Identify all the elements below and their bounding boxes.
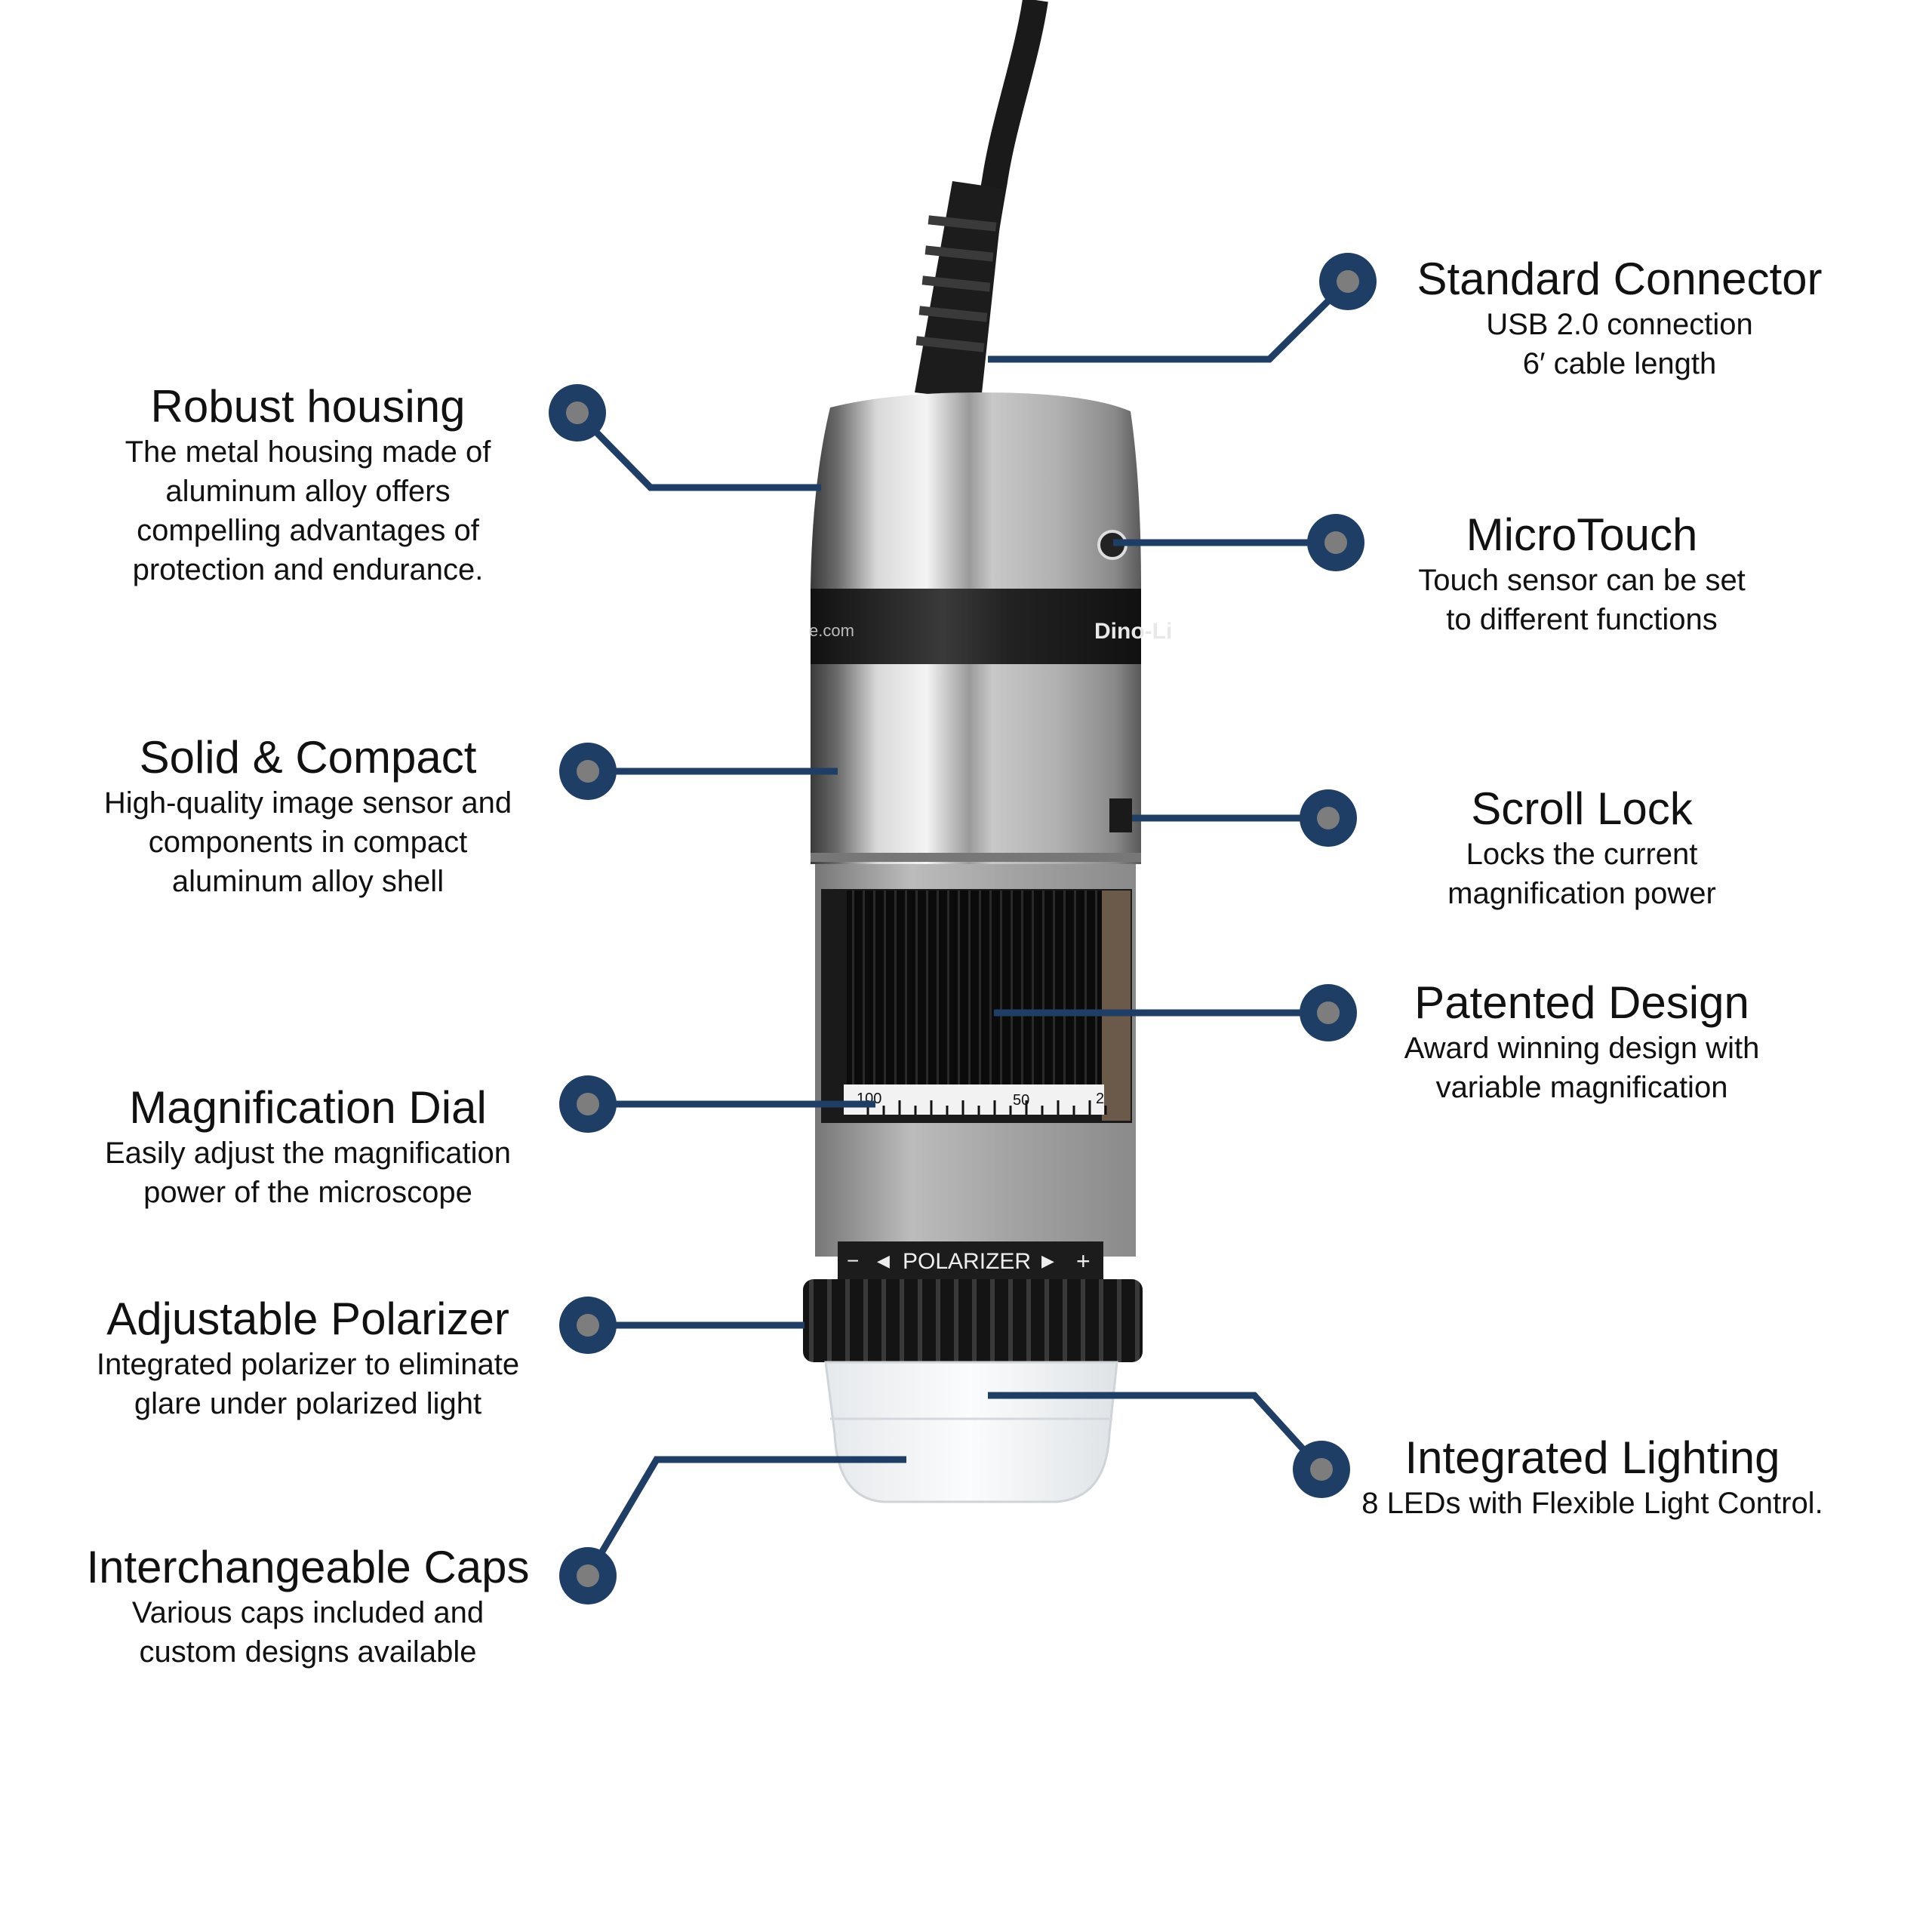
callout-dot-integrated-lighting-icon bbox=[1293, 1441, 1350, 1498]
polarizer-plus: + bbox=[1076, 1247, 1091, 1275]
polarizer-minus: − bbox=[847, 1249, 859, 1272]
callout-integrated-lighting: Integrated Lighting 8 LEDs with Flexible… bbox=[1336, 1432, 1849, 1523]
callout-dot-patented-design-icon bbox=[1300, 984, 1357, 1041]
callout-dot-microtouch-icon bbox=[1307, 514, 1364, 571]
url-text: e.com bbox=[809, 621, 854, 640]
callout-text: USB 2.0 connection bbox=[1486, 308, 1753, 341]
callout-title: Scroll Lock bbox=[1471, 783, 1693, 834]
callout-text: 8 LEDs with Flexible Light Control. bbox=[1361, 1487, 1823, 1520]
callout-adjustable-polarizer: Adjustable Polarizer Integrated polarize… bbox=[66, 1294, 549, 1423]
callout-text: aluminum alloy offers bbox=[165, 475, 451, 508]
dial-label-2: 2 bbox=[1096, 1091, 1104, 1107]
callout-patented-design: Patented Design Award winning design wit… bbox=[1340, 977, 1823, 1107]
callout-title: Solid & Compact bbox=[139, 732, 477, 783]
brand-text: Dino-Li bbox=[1094, 619, 1172, 644]
callout-text: Easily adjust the magnification bbox=[104, 1137, 512, 1170]
magnification-dial-ribs bbox=[847, 891, 1103, 1109]
interchangeable-cap bbox=[824, 1361, 1118, 1503]
callout-title: Standard Connector bbox=[1417, 254, 1823, 304]
leader-interchangeable-caps bbox=[585, 1456, 906, 1578]
brand-band bbox=[811, 589, 1141, 664]
dial-scale bbox=[844, 1084, 1104, 1115]
callout-text: The metal housing made of bbox=[125, 435, 491, 469]
callout-standard-connector: Standard Connector USB 2.0 connection 6′… bbox=[1378, 254, 1861, 383]
polarizer-left-arrow-icon: ◀ bbox=[877, 1251, 890, 1270]
dial-label-50: 50 bbox=[1013, 1092, 1029, 1109]
callout-text: custom designs available bbox=[139, 1635, 477, 1669]
callout-text: Touch sensor can be set bbox=[1418, 564, 1746, 597]
callout-dot-adjustable-polarizer-icon bbox=[559, 1297, 617, 1354]
callout-text: magnification power bbox=[1447, 877, 1716, 910]
callout-title: Interchangeable Caps bbox=[86, 1542, 530, 1592]
callout-text: components in compact bbox=[148, 826, 468, 859]
strain-relief bbox=[915, 181, 1004, 400]
callout-title: Robust housing bbox=[150, 381, 466, 432]
polarizer-ring[interactable] bbox=[803, 1279, 1143, 1362]
callout-robust-housing: Robust housing The metal housing made of… bbox=[66, 381, 549, 589]
leader-robust-housing bbox=[574, 410, 821, 491]
callout-dot-scroll-lock-icon bbox=[1300, 789, 1357, 847]
callout-microtouch: MicroTouch Touch sensor can be set to di… bbox=[1340, 509, 1823, 639]
callout-dot-solid-compact-icon bbox=[559, 743, 617, 800]
callout-dot-standard-connector-icon bbox=[1319, 253, 1377, 310]
callout-text: power of the microscope bbox=[143, 1176, 472, 1209]
callout-text: High-quality image sensor and bbox=[103, 786, 512, 820]
callout-dot-robust-housing-icon bbox=[549, 384, 606, 441]
callout-dot-magnification-dial-icon bbox=[559, 1075, 617, 1133]
leader-integrated-lighting bbox=[988, 1392, 1324, 1472]
polarizer-label-plate bbox=[838, 1241, 1103, 1279]
callout-text: 6′ cable length bbox=[1522, 347, 1717, 380]
callout-text: Various caps included and bbox=[131, 1596, 485, 1629]
scroll-lock-switch bbox=[1109, 798, 1132, 832]
callout-title: Magnification Dial bbox=[129, 1082, 487, 1133]
callout-title: Patented Design bbox=[1414, 977, 1749, 1028]
leader-standard-connector bbox=[988, 278, 1351, 363]
callout-text: Award winning design with bbox=[1404, 1032, 1760, 1065]
callout-text: variable magnification bbox=[1435, 1071, 1728, 1104]
callout-text: Integrated polarizer to eliminate bbox=[96, 1348, 520, 1381]
polarizer-right-arrow-icon: ▶ bbox=[1041, 1251, 1054, 1270]
callout-text: to different functions bbox=[1446, 603, 1718, 636]
callout-title: Integrated Lighting bbox=[1404, 1432, 1780, 1483]
callout-scroll-lock: Scroll Lock Locks the current magnificat… bbox=[1340, 783, 1823, 913]
polarizer-text: POLARIZER bbox=[903, 1249, 1031, 1274]
callout-magnification-dial: Magnification Dial Easily adjust the mag… bbox=[66, 1082, 549, 1212]
callout-text: protection and endurance. bbox=[132, 553, 484, 586]
callout-title: MicroTouch bbox=[1466, 509, 1698, 560]
callout-solid-compact: Solid & Compact High-quality image senso… bbox=[66, 732, 549, 901]
callout-title: Adjustable Polarizer bbox=[106, 1294, 509, 1344]
callout-text: glare under polarized light bbox=[134, 1387, 482, 1420]
callout-text: Locks the current bbox=[1466, 838, 1698, 871]
leader-lines bbox=[574, 278, 1351, 1578]
callout-interchangeable-caps: Interchangeable Caps Various caps includ… bbox=[66, 1542, 549, 1672]
callout-dot-interchangeable-caps-icon bbox=[559, 1547, 617, 1604]
callout-text: aluminum alloy shell bbox=[171, 865, 445, 898]
callout-text: compelling advantages of bbox=[137, 514, 479, 547]
